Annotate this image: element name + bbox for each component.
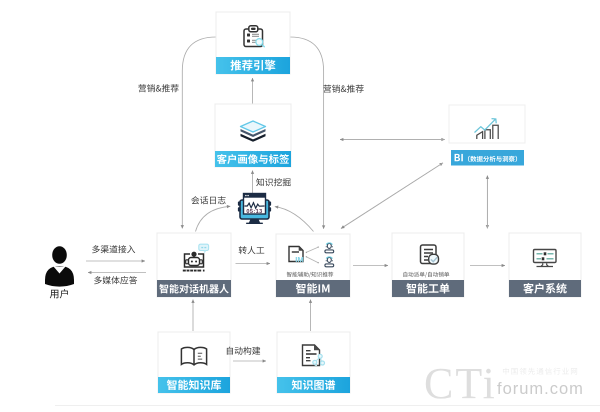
svg-text:forum.com: forum.com — [497, 380, 584, 398]
svg-text:CTi: CTi — [424, 359, 497, 408]
svg-text:05:13: 05:13 — [246, 209, 262, 215]
svg-text:IM: IM — [295, 255, 303, 264]
